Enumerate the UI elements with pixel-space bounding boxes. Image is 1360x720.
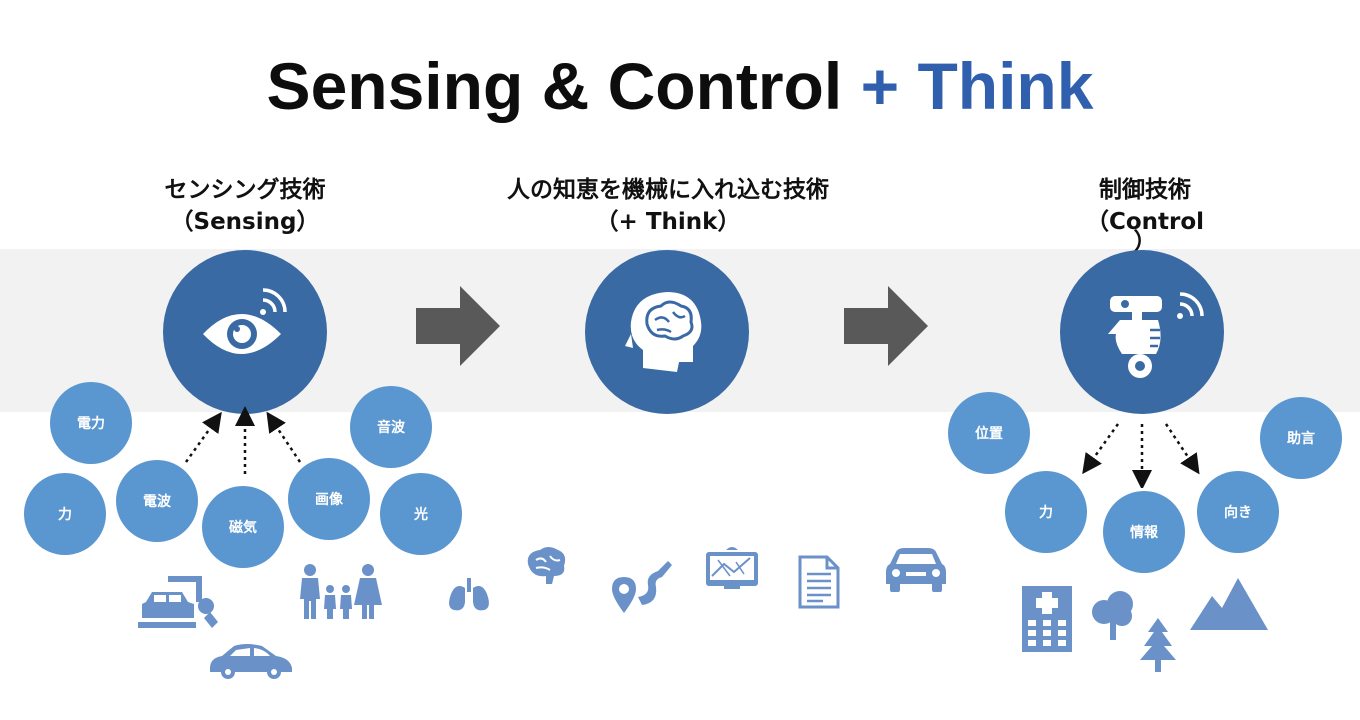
document-icon xyxy=(798,555,840,609)
control-output-arrows xyxy=(1082,423,1200,488)
flow-arrow-think-to-control xyxy=(844,286,928,366)
robot-wifi-icon xyxy=(1108,292,1204,378)
flow-arrow-sensing-to-think xyxy=(416,286,500,366)
bubble-force-sensing: 力 xyxy=(24,473,106,555)
brain-icon xyxy=(527,547,566,584)
bubble-magnetic: 磁気 xyxy=(202,486,284,568)
control-label: 制御技術 （Control ） xyxy=(1070,174,1220,255)
bubble-power: 電力 xyxy=(50,382,132,464)
eye-wifi-icon xyxy=(203,288,287,354)
bubble-force-control: 力 xyxy=(1005,471,1087,553)
bubble-advice: 助言 xyxy=(1260,397,1342,479)
sensing-label-jp: センシング技術 xyxy=(164,177,326,203)
bubble-position: 位置 xyxy=(948,392,1030,474)
think-label-en: （+ Think） xyxy=(595,209,741,235)
think-circle xyxy=(585,250,749,414)
bubble-radio-wave: 電波 xyxy=(116,460,198,542)
family-icon xyxy=(300,564,382,619)
page-title: Sensing & Control + Think xyxy=(0,48,1360,124)
control-label-jp: 制御技術 xyxy=(1099,177,1191,203)
think-label: 人の知恵を機械に入れ込む技術 （+ Think） xyxy=(468,174,868,238)
think-label-jp: 人の知恵を機械に入れ込む技術 xyxy=(507,177,829,203)
title-main: Sensing & Control xyxy=(266,49,843,123)
mountains-icon xyxy=(1190,578,1268,630)
hospital-building-icon xyxy=(1022,586,1072,652)
head-brain-icon xyxy=(625,292,702,372)
title-accent: + Think xyxy=(860,49,1094,123)
bubble-information: 情報 xyxy=(1103,491,1185,573)
bubble-sound-wave: 音波 xyxy=(350,386,432,468)
control-label-en: （Control xyxy=(1085,209,1205,235)
factory-robot-car-icon xyxy=(138,576,218,628)
lungs-icon xyxy=(449,578,489,611)
bubble-direction: 向き xyxy=(1197,471,1279,553)
bubble-image: 画像 xyxy=(288,458,370,540)
car-side-icon xyxy=(210,644,292,679)
bubble-light: 光 xyxy=(380,473,462,555)
sensing-circle xyxy=(163,250,327,414)
pine-tree-icon xyxy=(1140,618,1176,672)
sensing-label-en: （Sensing） xyxy=(170,209,320,235)
deciduous-tree-icon xyxy=(1092,591,1133,640)
navigation-screen-icon xyxy=(706,547,758,589)
sensing-label: センシング技術 （Sensing） xyxy=(145,174,345,238)
control-label-en-tail: ） xyxy=(1133,229,1157,255)
sensing-input-arrows xyxy=(184,406,302,474)
control-circle xyxy=(1060,250,1224,414)
car-front-icon xyxy=(886,548,946,592)
route-pin-icon xyxy=(612,561,672,613)
